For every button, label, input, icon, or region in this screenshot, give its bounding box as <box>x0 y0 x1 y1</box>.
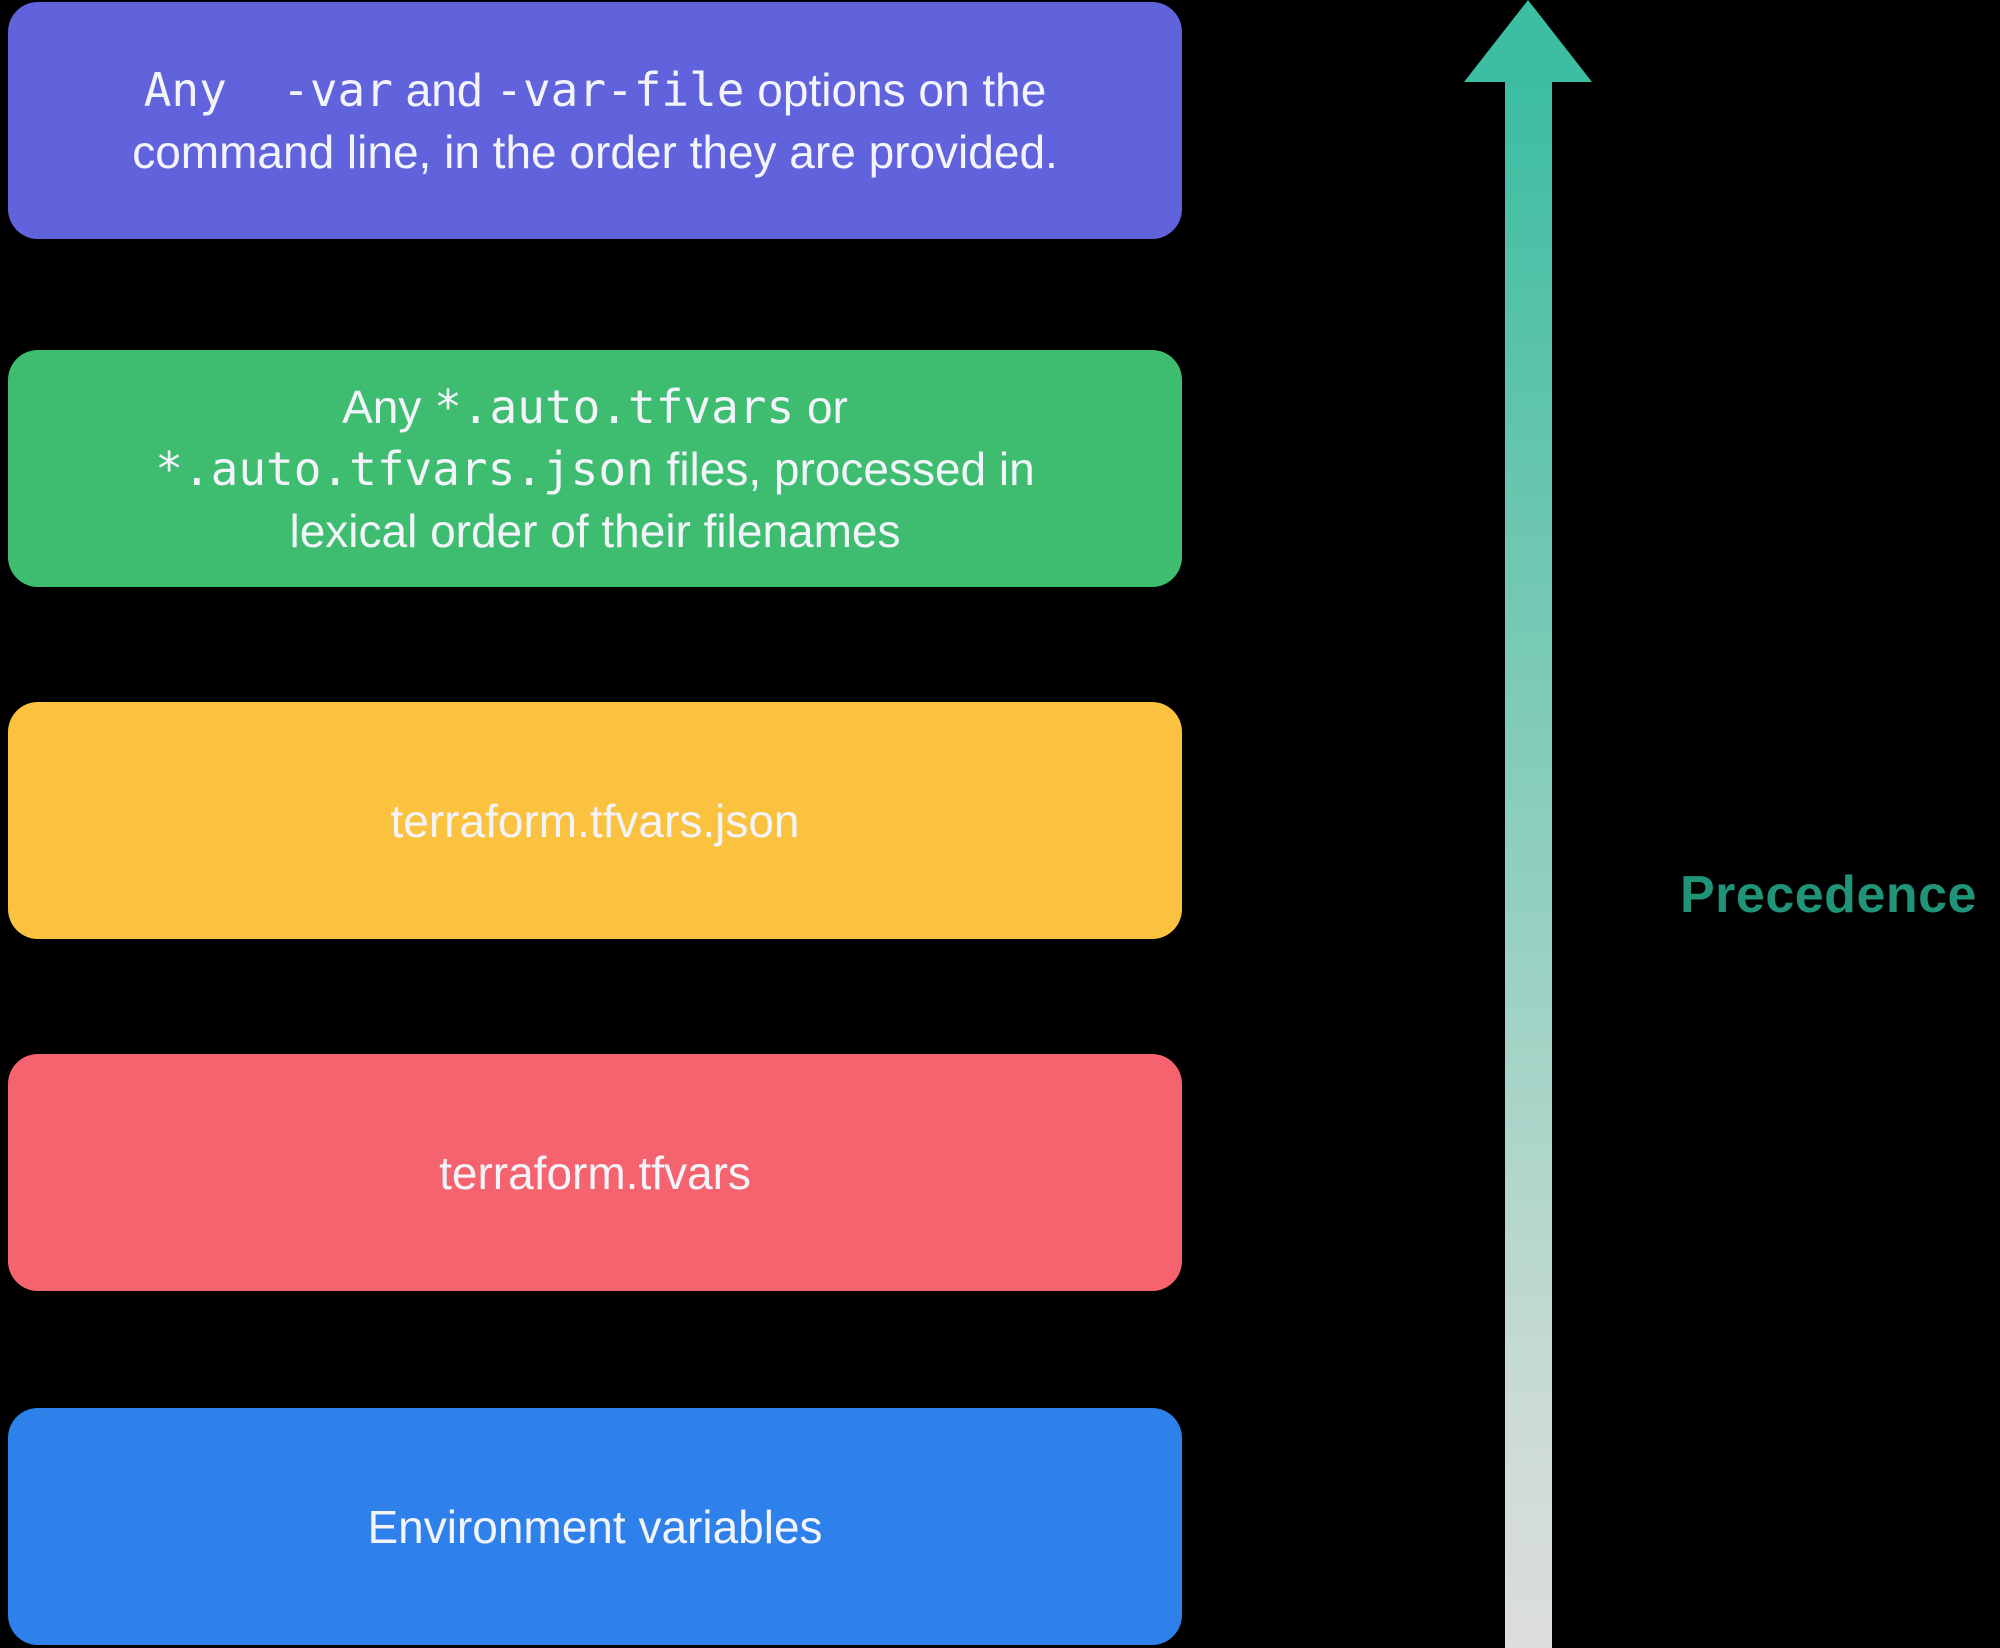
arrow-up-shaft <box>1505 78 1552 1648</box>
arrow-up-head-icon <box>1464 0 1592 82</box>
box-terraform-tfvars-json: terraform.tfvars.json <box>8 702 1182 939</box>
text-segment: options on the <box>744 63 1047 116</box>
text-segment: Any <box>342 380 435 433</box>
text-segment: and <box>392 63 496 116</box>
box-environment-variables: Environment variables <box>8 1408 1182 1645</box>
text-segment: terraform.tfvars <box>439 1146 751 1199</box>
text-segment: or <box>794 380 848 433</box>
code-token: -var-file <box>495 62 745 117</box>
box-text-line: lexical order of their filenames <box>289 500 900 562</box>
text-segment: terraform.tfvars.json <box>390 794 800 847</box>
code-token: *.auto.tfvars <box>434 379 795 434</box>
box-terraform-tfvars: terraform.tfvars <box>8 1054 1182 1291</box>
code-token: *.auto.tfvars.json <box>155 441 654 496</box>
box-text-line: Any *.auto.tfvars or <box>342 376 848 438</box>
box-text-line: terraform.tfvars <box>439 1142 751 1204</box>
text-segment: files, processed in <box>653 442 1035 495</box>
box-text-line: Environment variables <box>367 1496 822 1558</box>
box-text-line: *.auto.tfvars.json files, processed in <box>155 438 1034 500</box>
box-text-line: terraform.tfvars.json <box>391 790 800 852</box>
precedence-label: Precedence <box>1680 866 1977 924</box>
box-text-line: Any -var and -var-file options on the <box>144 59 1047 121</box>
code-token: Any -var <box>143 62 393 117</box>
text-segment: command line, in the order they are prov… <box>132 125 1058 178</box>
box-text-line: command line, in the order they are prov… <box>132 121 1058 183</box>
box-auto-tfvars-files: Any *.auto.tfvars or*.auto.tfvars.json f… <box>8 350 1182 587</box>
text-segment: Environment variables <box>367 1500 823 1553</box>
text-segment: lexical order of their filenames <box>289 504 901 557</box>
